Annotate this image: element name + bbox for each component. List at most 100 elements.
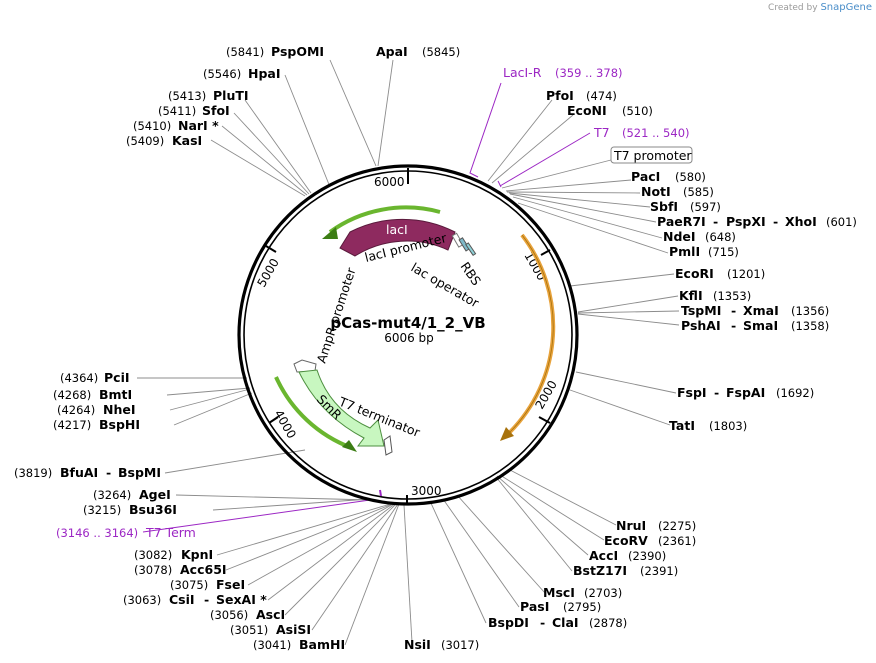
enzyme-AsiSI[interactable]: AsiSI xyxy=(276,622,311,637)
plasmid-size: 6006 bp xyxy=(384,331,434,345)
enzyme-BfuAI[interactable]: BfuAI xyxy=(60,465,98,480)
lacI-label: lacI xyxy=(386,222,408,237)
enzyme-TspMI[interactable]: TspMI xyxy=(681,303,721,318)
enzyme-XhoI[interactable]: XhoI xyxy=(785,214,817,229)
svg-text:(2795): (2795) xyxy=(563,600,601,614)
watermark-text: Created by xyxy=(768,3,818,13)
enzyme-AgeI[interactable]: AgeI xyxy=(139,487,171,502)
enzyme-PfoI[interactable]: PfoI xyxy=(546,88,574,103)
lacI-feature[interactable] xyxy=(339,218,456,257)
enzyme-PasI[interactable]: PasI xyxy=(520,599,549,614)
svg-text:(1803): (1803) xyxy=(709,419,747,433)
enzyme-SfoI[interactable]: SfoI xyxy=(202,103,230,118)
svg-text:-: - xyxy=(540,615,545,630)
tick-marks xyxy=(265,168,551,505)
tick-3000: 3000 xyxy=(411,484,442,498)
svg-text:(585): (585) xyxy=(683,185,714,199)
enzyme-BspMI[interactable]: BspMI xyxy=(118,465,161,480)
primer-LacI-R-pos: (359 .. 378) xyxy=(555,66,623,80)
svg-text:(4217): (4217) xyxy=(53,418,91,432)
svg-text:(2703): (2703) xyxy=(584,586,622,600)
enzyme-AscI[interactable]: AscI xyxy=(256,607,285,622)
enzyme-SexAI[interactable]: SexAI * xyxy=(216,592,267,607)
primer-T7[interactable]: T7 xyxy=(593,125,610,140)
enzyme-SmaI[interactable]: SmaI xyxy=(743,318,778,333)
enzyme-NheI[interactable]: NheI xyxy=(103,402,136,417)
enzyme-PacI[interactable]: PacI xyxy=(631,169,660,184)
primer-LacI-R[interactable]: LacI-R xyxy=(503,65,542,80)
enzyme-HpaI[interactable]: HpaI xyxy=(248,66,281,81)
svg-text:(3041): (3041) xyxy=(253,638,291,652)
enzyme-PciI[interactable]: PciI xyxy=(104,370,130,385)
svg-text:-: - xyxy=(106,465,111,480)
svg-text:(5841): (5841) xyxy=(226,45,264,59)
enzyme-KflI[interactable]: KflI xyxy=(679,288,703,303)
enzyme-ApaI[interactable]: ApaI xyxy=(376,44,408,59)
enzyme-NsiI[interactable]: NsiI xyxy=(404,637,431,652)
enzyme-CsiI[interactable]: CsiI xyxy=(169,592,195,607)
svg-text:(3017): (3017) xyxy=(441,638,479,652)
AmpR-promoter-marker xyxy=(293,359,317,373)
enzyme-AccI[interactable]: AccI xyxy=(589,548,618,563)
primer-lines xyxy=(142,82,591,533)
snapgene-logo: SnapGene xyxy=(820,2,872,13)
enzyme-KasI[interactable]: KasI xyxy=(172,133,202,148)
svg-text:(1692): (1692) xyxy=(776,386,814,400)
enzyme-FseI[interactable]: FseI xyxy=(216,577,245,592)
enzyme-PspOMI[interactable]: PspOMI xyxy=(271,44,324,59)
enzyme-PshAI[interactable]: PshAI xyxy=(681,318,721,333)
svg-text:(2361): (2361) xyxy=(658,534,696,548)
enzyme-Acc65I[interactable]: Acc65I xyxy=(180,562,227,577)
lac-operator-marker xyxy=(458,237,471,252)
SmR-feature[interactable] xyxy=(298,369,385,447)
enzyme-PaeR7I[interactable]: PaeR7I xyxy=(657,214,706,229)
enzyme-EcoRV[interactable]: EcoRV xyxy=(604,533,648,548)
svg-text:(474): (474) xyxy=(586,89,617,103)
svg-text:(3056): (3056) xyxy=(210,608,248,622)
enzyme-XmaI[interactable]: XmaI xyxy=(743,303,779,318)
enzyme-NarI[interactable]: NarI * xyxy=(178,118,219,133)
svg-text:(5409): (5409) xyxy=(126,134,164,148)
enzyme-TatI[interactable]: TatI xyxy=(669,418,695,433)
enzyme-FspAI[interactable]: FspAI xyxy=(726,385,765,400)
orf-arrow-green-top xyxy=(328,205,441,234)
T7-promoter-box[interactable] xyxy=(610,146,693,164)
svg-text:(715): (715) xyxy=(708,245,739,259)
tick-4000: 4000 xyxy=(271,408,298,441)
enzyme-BstZ17I[interactable]: BstZ17I xyxy=(573,563,627,578)
enzyme-FspI[interactable]: FspI xyxy=(677,385,707,400)
svg-text:(3063): (3063) xyxy=(123,593,161,607)
enzyme-BamHI[interactable]: BamHI xyxy=(299,637,345,652)
enzyme-SbfI[interactable]: SbfI xyxy=(650,199,678,214)
enzyme-PspXI[interactable]: PspXI xyxy=(726,214,766,229)
svg-text:(3051): (3051) xyxy=(230,623,268,637)
svg-text:(1201): (1201) xyxy=(727,267,765,281)
enzyme-NruI[interactable]: NruI xyxy=(616,518,646,533)
enzyme-MscI[interactable]: MscI xyxy=(543,585,575,600)
primer-T7Term[interactable]: T7 Term xyxy=(145,525,196,540)
enzyme-KpnI[interactable]: KpnI xyxy=(181,547,213,562)
svg-text:(601): (601) xyxy=(826,215,857,229)
svg-text:(4264): (4264) xyxy=(57,403,95,417)
enzyme-EcoNI[interactable]: EcoNI xyxy=(567,103,607,118)
enzyme-BmtI[interactable]: BmtI xyxy=(99,387,132,402)
enzyme-NdeI[interactable]: NdeI xyxy=(663,229,696,244)
svg-text:(3075): (3075) xyxy=(170,578,208,592)
svg-text:(1356): (1356) xyxy=(791,304,829,318)
enzyme-NotI[interactable]: NotI xyxy=(641,184,671,199)
enzyme-BspHI[interactable]: BspHI xyxy=(99,417,140,432)
enzyme-BspDI[interactable]: BspDI xyxy=(488,615,529,630)
enzyme-PluTI[interactable]: PluTI xyxy=(213,88,249,103)
svg-text:(5546): (5546) xyxy=(203,67,241,81)
enzyme-Bsu36I[interactable]: Bsu36I xyxy=(129,502,177,517)
enzyme-PmlI[interactable]: PmlI xyxy=(669,244,700,259)
svg-text:(2275): (2275) xyxy=(658,519,696,533)
svg-text:(597): (597) xyxy=(690,200,721,214)
enzyme-EcoRI[interactable]: EcoRI xyxy=(675,266,714,281)
svg-text:(3819): (3819) xyxy=(14,466,52,480)
svg-text:-: - xyxy=(714,385,719,400)
enzyme-ClaI[interactable]: ClaI xyxy=(552,615,579,630)
svg-text:(1358): (1358) xyxy=(791,319,829,333)
orf-arrow-green-bottom xyxy=(274,376,353,450)
svg-text:-: - xyxy=(204,592,209,607)
